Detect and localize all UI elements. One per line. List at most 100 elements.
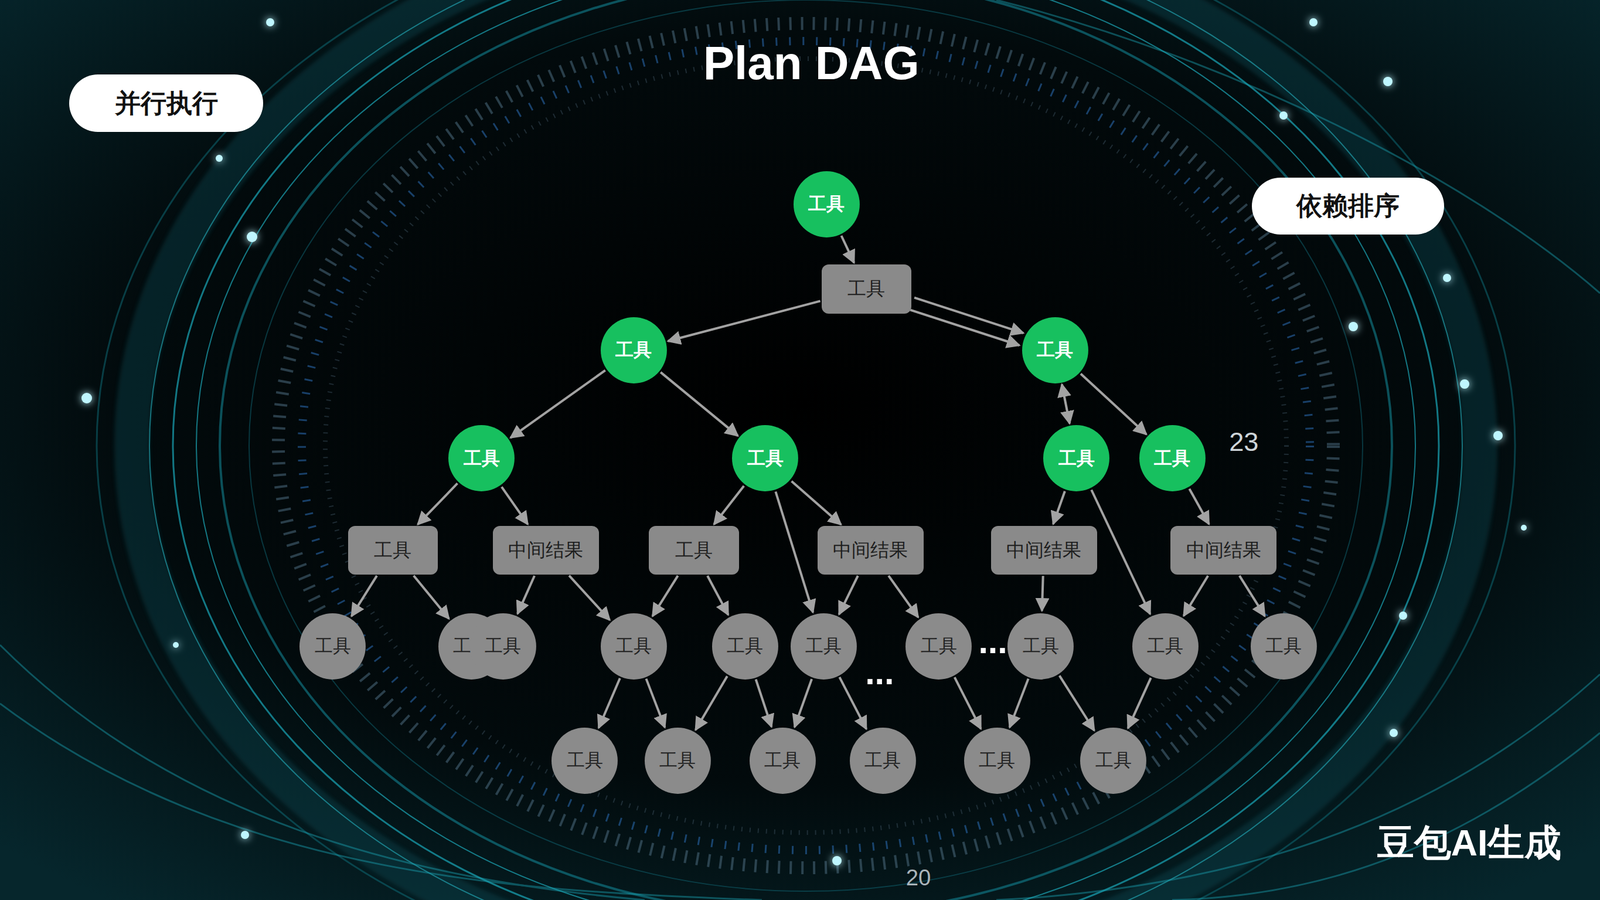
- circle-fill: [448, 424, 515, 492]
- tag-pill: 并行执行: [69, 74, 264, 132]
- dependency-arrow: [501, 486, 529, 524]
- tool-circle: 工具: [790, 612, 858, 680]
- ellipsis-mark: ...: [865, 651, 894, 692]
- dial-number: 20: [906, 864, 932, 891]
- circle-fill: [551, 727, 618, 794]
- node-label: 工具: [847, 278, 885, 299]
- dependency-arrow: [660, 372, 738, 436]
- node-label: 工具: [566, 750, 604, 771]
- node-label: 工具: [864, 750, 901, 771]
- circle-fill: [470, 613, 537, 680]
- active-tool-circle: 工具: [731, 424, 799, 492]
- node-label: 工具: [920, 635, 958, 656]
- active-tool-circle: 工具: [447, 424, 516, 492]
- node-label: 工具: [1153, 448, 1191, 469]
- tool-circle: 工具: [749, 726, 817, 795]
- dependency-arrow: [351, 575, 377, 616]
- dependency-arrow: [569, 575, 610, 621]
- node-label: 工具: [615, 339, 652, 360]
- dependency-arrow: [1091, 489, 1150, 614]
- dependency-arrow: [1183, 575, 1209, 616]
- active-tool-circle: 工具: [600, 316, 668, 384]
- circle-fill: [712, 613, 779, 680]
- process-box: 工具: [348, 525, 438, 575]
- node-label: 工具: [805, 635, 842, 656]
- tool-circle: 工具: [298, 612, 367, 680]
- dependency-arrow: [598, 678, 620, 728]
- node-label: 工具: [463, 448, 500, 469]
- tool-circle: 工具: [469, 612, 537, 680]
- tool-circle: 工具: [904, 612, 973, 680]
- circle-fill: [1250, 613, 1317, 680]
- tool-circle: 工具: [711, 612, 779, 680]
- dependency-arrow: [791, 481, 842, 525]
- dependency-arrow: [839, 575, 859, 615]
- dependency-arrow: [668, 300, 821, 341]
- node-label: 并行执行: [114, 89, 219, 118]
- diagram-title: Plan DAG: [703, 36, 920, 91]
- tool-circle: 工具: [1131, 612, 1200, 680]
- process-box: 工具: [648, 525, 739, 575]
- dependency-arrow: [517, 575, 535, 614]
- process-box: 中间结果: [991, 525, 1098, 575]
- circle-fill: [749, 727, 816, 794]
- dependency-arrow: [954, 676, 982, 729]
- process-box: 中间结果: [817, 525, 924, 575]
- dependency-arrow: [888, 575, 919, 618]
- dependency-arrow: [1059, 675, 1095, 731]
- dependency-arrow: [713, 485, 744, 525]
- dependency-arrow: [646, 678, 666, 728]
- dependency-arrow: [707, 575, 729, 615]
- dependency-arrow: [794, 678, 812, 727]
- dependency-arrow: [1009, 678, 1029, 728]
- active-tool-circle: 工具: [1138, 424, 1207, 492]
- circle-fill: [732, 424, 799, 492]
- process-box: 中间结果: [1170, 525, 1277, 575]
- circle-fill: [600, 317, 667, 384]
- node-label: 工具: [1036, 339, 1074, 360]
- circle-fill: [1007, 613, 1074, 680]
- tool-circle: 工具: [963, 726, 1031, 795]
- dependency-arrow: [510, 370, 606, 438]
- dial-number: 23: [1229, 426, 1259, 458]
- circle-fill: [1043, 424, 1110, 492]
- node-label: 工具: [1058, 448, 1095, 469]
- process-box: 中间结果: [492, 525, 599, 575]
- node-label: 工具: [314, 635, 352, 656]
- tool-circle: 工具: [1250, 612, 1318, 680]
- circle-fill: [790, 613, 857, 680]
- watermark: 豆包AI生成: [1377, 818, 1562, 868]
- circle-fill: [1022, 317, 1089, 384]
- node-label: 中间结果: [1006, 539, 1082, 561]
- active-tool-circle: 工具: [1042, 424, 1111, 492]
- dependency-arrow: [652, 575, 678, 616]
- circle-fill: [1132, 613, 1199, 680]
- node-label: 工具: [484, 635, 522, 656]
- active-tool-circle: 工具: [792, 170, 861, 238]
- node-label: 工具: [659, 750, 696, 771]
- tool-circle: 工具: [550, 726, 619, 795]
- tool-circle: 工具: [1006, 612, 1075, 680]
- node-label: 中间结果: [508, 539, 584, 561]
- tool-circle: 工具: [644, 726, 712, 795]
- circle-fill: [299, 613, 366, 680]
- node-label: 工具: [1265, 635, 1302, 656]
- dependency-arrow: [841, 235, 855, 263]
- node-label: 工具: [747, 448, 784, 469]
- circle-fill: [600, 613, 667, 680]
- dependency-arrow: [910, 310, 1020, 346]
- dependency-arrow: [1128, 677, 1152, 728]
- dependency-arrow: [775, 491, 813, 613]
- node-label: 工具: [675, 539, 713, 561]
- node-label: 工具: [1146, 635, 1184, 656]
- tool-circle: 工具: [1079, 726, 1147, 795]
- node-label: 工具: [373, 539, 412, 561]
- node-label: 工具: [978, 750, 1016, 771]
- tag-pill: 依赖排序: [1251, 177, 1444, 236]
- tool-circle: 工具: [600, 612, 668, 680]
- node-label: 工具: [764, 750, 801, 771]
- active-tool-circle: 工具: [1021, 316, 1089, 384]
- ellipsis-mark: ...: [978, 620, 1007, 662]
- dependency-arrow: [756, 679, 772, 727]
